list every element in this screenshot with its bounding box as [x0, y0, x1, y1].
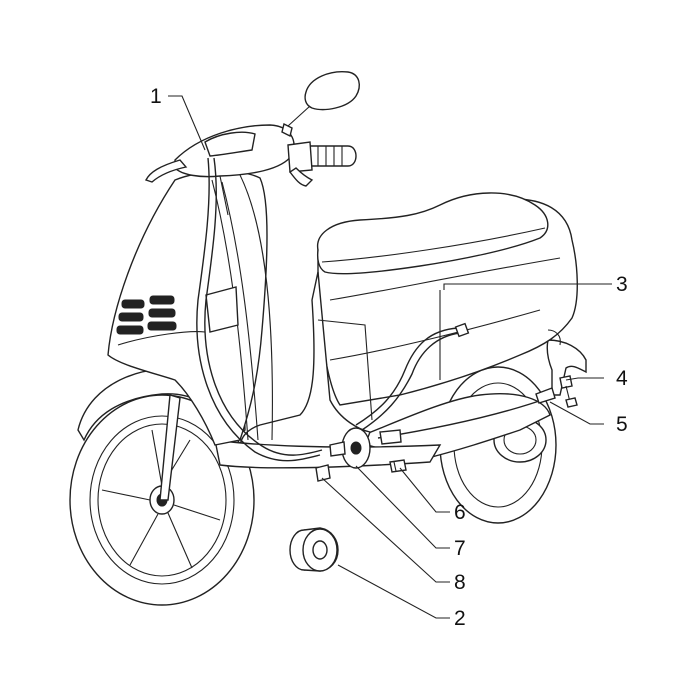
front-fork [159, 394, 181, 501]
speedometer [204, 131, 256, 157]
callout-2: 2 [454, 607, 466, 630]
right-grip [307, 145, 357, 167]
leg-shield-panel [205, 286, 239, 333]
callout-8: 8 [454, 571, 466, 594]
engine-cover [347, 393, 551, 461]
callout-7: 7 [454, 537, 466, 560]
transmission-cable [377, 387, 556, 445]
speedometer-drive [329, 427, 371, 469]
floorboard [214, 439, 442, 469]
leader-lines [168, 95, 612, 619]
bolt [559, 375, 578, 408]
callout-5: 5 [616, 413, 628, 436]
front-grille [116, 295, 177, 335]
callout-6: 6 [454, 501, 466, 524]
rubber-grommet [289, 527, 339, 572]
right-switch [287, 141, 313, 173]
seat [316, 192, 549, 275]
callout-1: 1 [150, 85, 162, 108]
left-brake-lever [145, 159, 188, 183]
callout-3: 3 [616, 273, 628, 296]
cable-clip [315, 464, 331, 482]
callout-4: 4 [616, 367, 628, 390]
screw [389, 459, 407, 473]
mirror [281, 71, 360, 138]
right-brake-lever [288, 167, 314, 187]
rear-fender [546, 339, 587, 396]
rear-brake-cable [355, 322, 470, 431]
speedometer-cable [196, 157, 323, 462]
